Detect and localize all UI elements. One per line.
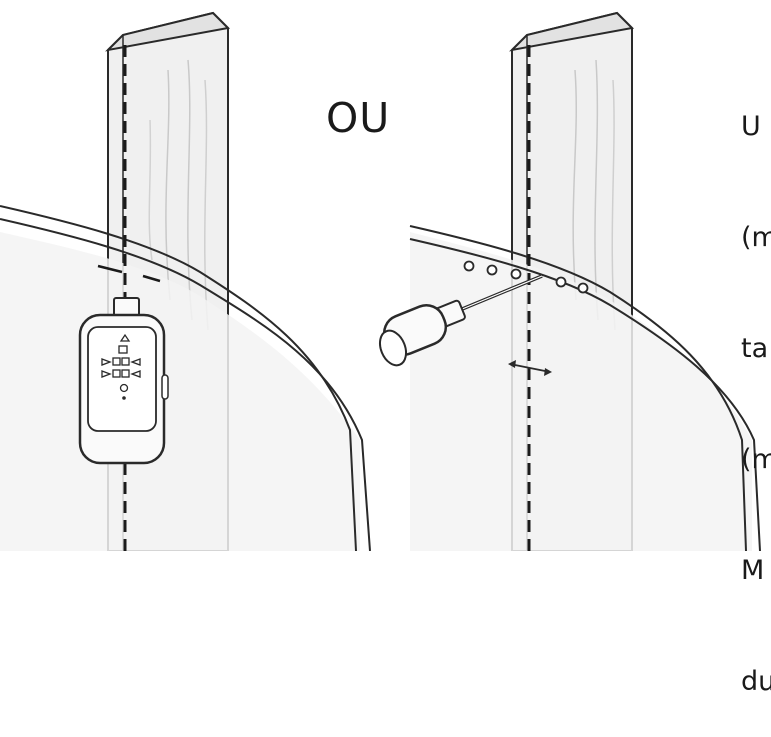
instruction-line: (m	[741, 444, 771, 475]
right-panel	[378, 11, 761, 551]
instruction-line: (m	[741, 222, 771, 253]
probe-holes	[463, 260, 589, 294]
screwdriver-icon	[378, 274, 543, 367]
instruction-line: M	[741, 555, 765, 586]
stud-location-diagram	[0, 11, 761, 551]
instruction-text-cropped: U (m ta (m M du	[741, 34, 771, 737]
instruction-line: U	[741, 111, 761, 142]
left-panel	[0, 11, 371, 551]
separator-label: OU	[326, 94, 391, 142]
wall-panel-right	[409, 225, 761, 551]
instruction-line: du	[741, 666, 771, 697]
instruction-line: ta	[741, 333, 769, 364]
wall-panel	[0, 205, 371, 551]
width-arrow-icon	[508, 360, 552, 376]
stud-finder-icon	[78, 297, 169, 465]
